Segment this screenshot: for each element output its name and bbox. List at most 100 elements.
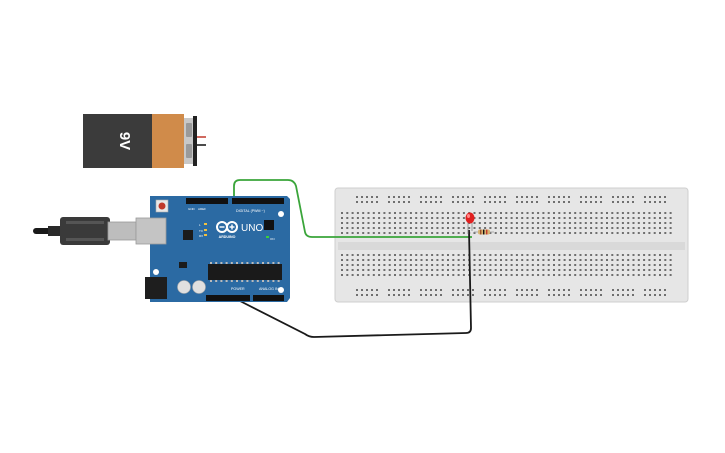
breadboard-hole[interactable] bbox=[574, 254, 577, 256]
usb-cable[interactable] bbox=[33, 217, 137, 245]
breadboard-holes[interactable] bbox=[341, 196, 672, 296]
breadboard-hole[interactable] bbox=[616, 274, 619, 276]
breadboard-hole[interactable] bbox=[376, 289, 378, 291]
breadboard-hole[interactable] bbox=[376, 196, 378, 198]
breadboard-hole[interactable] bbox=[510, 227, 513, 229]
breadboard-hole[interactable] bbox=[531, 254, 534, 256]
breadboard-hole[interactable] bbox=[431, 274, 434, 276]
breadboard-hole[interactable] bbox=[621, 227, 624, 229]
breadboard-hole[interactable] bbox=[595, 289, 597, 291]
breadboard-hole[interactable] bbox=[600, 232, 603, 234]
breadboard-hole[interactable] bbox=[595, 259, 598, 261]
breadboard-hole[interactable] bbox=[394, 222, 396, 224]
breadboard-hole[interactable] bbox=[622, 196, 624, 198]
breadboard-hole[interactable] bbox=[574, 264, 577, 266]
breadboard-hole[interactable] bbox=[515, 264, 518, 266]
breadboard-hole[interactable] bbox=[467, 196, 469, 198]
breadboard-hole[interactable] bbox=[441, 217, 444, 219]
breadboard-hole[interactable] bbox=[632, 289, 634, 291]
breadboard-hole[interactable] bbox=[553, 196, 555, 198]
breadboard-hole[interactable] bbox=[563, 201, 565, 203]
breadboard-hole[interactable] bbox=[585, 196, 587, 198]
breadboard-hole[interactable] bbox=[653, 269, 656, 271]
breadboard-hole[interactable] bbox=[653, 232, 656, 234]
breadboard-hole[interactable] bbox=[579, 232, 582, 234]
breadboard-hole[interactable] bbox=[637, 212, 640, 214]
breadboard-hole[interactable] bbox=[648, 217, 651, 219]
breadboard-hole[interactable] bbox=[494, 212, 497, 214]
breadboard-hole[interactable] bbox=[478, 227, 481, 229]
breadboard-hole[interactable] bbox=[367, 264, 370, 266]
breadboard-hole[interactable] bbox=[659, 274, 661, 276]
breadboard-hole[interactable] bbox=[664, 222, 667, 224]
breadboard-hole[interactable] bbox=[371, 289, 373, 291]
breadboard-hole[interactable] bbox=[484, 222, 487, 224]
breadboard-hole[interactable] bbox=[356, 222, 359, 224]
breadboard-hole[interactable] bbox=[643, 264, 646, 266]
breadboard-hole[interactable] bbox=[664, 212, 667, 214]
breadboard-hole[interactable] bbox=[376, 294, 378, 296]
breadboard-hole[interactable] bbox=[367, 232, 370, 234]
breadboard-hole[interactable] bbox=[404, 259, 407, 261]
breadboard-hole[interactable] bbox=[531, 259, 534, 261]
breadboard-hole[interactable] bbox=[457, 259, 460, 261]
breadboard-hole[interactable] bbox=[462, 222, 465, 224]
breadboard-hole[interactable] bbox=[473, 212, 476, 214]
breadboard-hole[interactable] bbox=[611, 274, 614, 276]
breadboard-hole[interactable] bbox=[584, 227, 587, 229]
breadboard-hole[interactable] bbox=[627, 259, 630, 261]
breadboard-hole[interactable] bbox=[553, 201, 555, 203]
breadboard-hole[interactable] bbox=[399, 222, 402, 224]
breadboard-hole[interactable] bbox=[388, 227, 391, 229]
breadboard-hole[interactable] bbox=[542, 274, 545, 276]
breadboard-hole[interactable] bbox=[436, 274, 439, 276]
breadboard-hole[interactable] bbox=[409, 222, 412, 224]
breadboard-hole[interactable] bbox=[415, 274, 418, 276]
breadboard-hole[interactable] bbox=[659, 264, 661, 266]
breadboard-hole[interactable] bbox=[536, 201, 538, 203]
breadboard-hole[interactable] bbox=[568, 259, 571, 261]
breadboard-hole[interactable] bbox=[394, 217, 396, 219]
breadboard-hole[interactable] bbox=[659, 227, 661, 229]
breadboard-hole[interactable] bbox=[632, 274, 635, 276]
breadboard-hole[interactable] bbox=[404, 274, 407, 276]
breadboard-hole[interactable] bbox=[621, 222, 624, 224]
breadboard-hole[interactable] bbox=[366, 294, 368, 296]
breadboard-hole[interactable] bbox=[526, 222, 529, 224]
breadboard-hole[interactable] bbox=[362, 264, 365, 266]
breadboard-hole[interactable] bbox=[627, 196, 629, 198]
analog-header[interactable] bbox=[253, 295, 284, 301]
breadboard-hole[interactable] bbox=[361, 289, 363, 291]
breadboard-hole[interactable] bbox=[378, 269, 381, 271]
breadboard-hole[interactable] bbox=[383, 264, 386, 266]
breadboard-hole[interactable] bbox=[462, 227, 465, 229]
breadboard-hole[interactable] bbox=[435, 196, 437, 198]
breadboard-hole[interactable] bbox=[371, 294, 373, 296]
breadboard-hole[interactable] bbox=[346, 212, 349, 214]
breadboard-hole[interactable] bbox=[346, 274, 349, 276]
breadboard-hole[interactable] bbox=[420, 232, 423, 234]
breadboard-hole[interactable] bbox=[452, 259, 455, 261]
breadboard-hole[interactable] bbox=[383, 222, 386, 224]
breadboard-hole[interactable] bbox=[621, 232, 624, 234]
breadboard-hole[interactable] bbox=[590, 264, 593, 266]
breadboard-hole[interactable] bbox=[341, 264, 343, 266]
breadboard-hole[interactable] bbox=[372, 264, 375, 266]
breadboard-hole[interactable] bbox=[473, 264, 476, 266]
breadboard-hole[interactable] bbox=[664, 294, 666, 296]
breadboard-hole[interactable] bbox=[542, 227, 545, 229]
breadboard-hole[interactable] bbox=[457, 289, 459, 291]
breadboard-hole[interactable] bbox=[510, 269, 513, 271]
breadboard-hole[interactable] bbox=[664, 259, 667, 261]
breadboard-hole[interactable] bbox=[462, 196, 464, 198]
breadboard-hole[interactable] bbox=[595, 274, 598, 276]
breadboard-hole[interactable] bbox=[531, 196, 533, 198]
breadboard-hole[interactable] bbox=[547, 232, 550, 234]
breadboard-hole[interactable] bbox=[393, 294, 395, 296]
breadboard-hole[interactable] bbox=[372, 227, 375, 229]
breadboard-hole[interactable] bbox=[436, 222, 439, 224]
breadboard-hole[interactable] bbox=[616, 227, 619, 229]
breadboard-hole[interactable] bbox=[579, 212, 582, 214]
breadboard-hole[interactable] bbox=[452, 264, 455, 266]
breadboard-hole[interactable] bbox=[484, 254, 487, 256]
